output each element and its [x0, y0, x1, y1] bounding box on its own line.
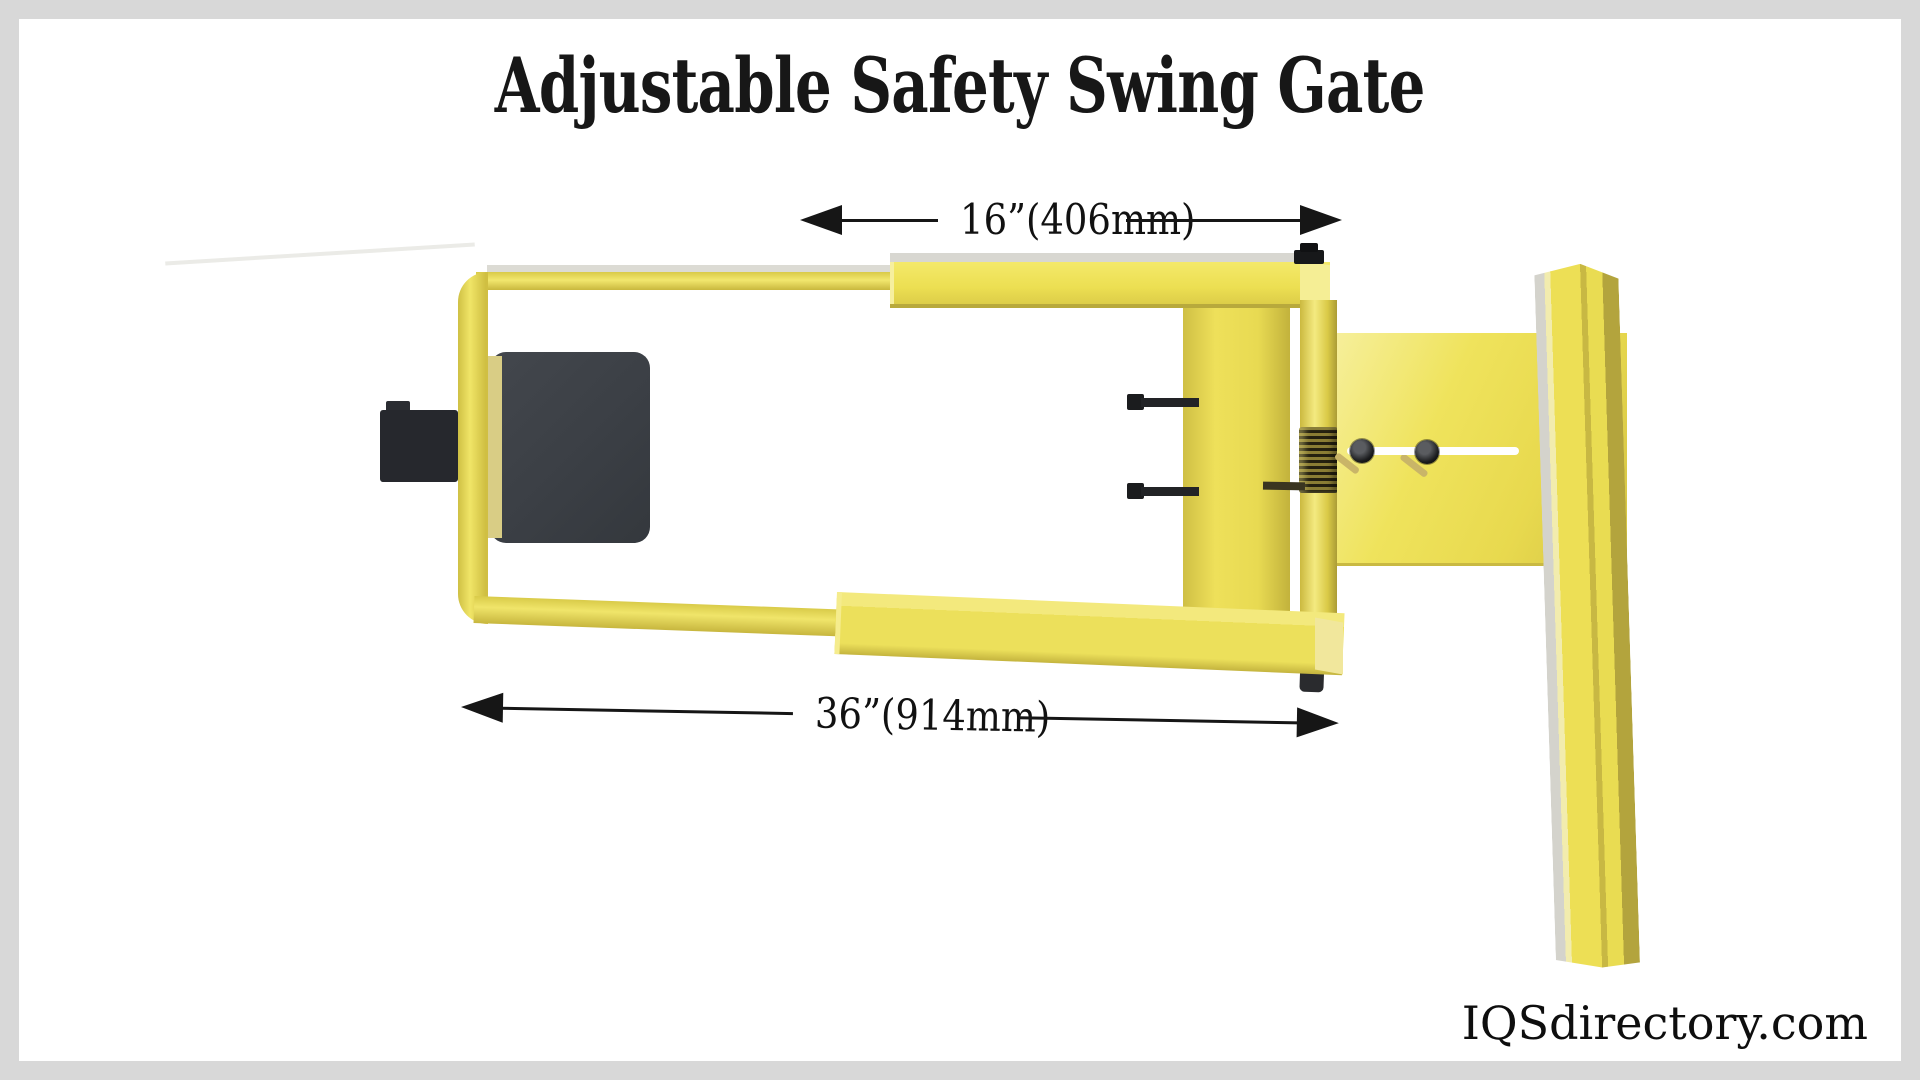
top-rail-top-face	[890, 253, 1316, 263]
dimension-line	[1126, 219, 1302, 222]
latch-catch-block	[380, 410, 458, 482]
adjuster-rod-head	[1127, 394, 1144, 410]
slot-screw	[1350, 439, 1374, 463]
hinge-top-bolt-cap	[1300, 243, 1318, 252]
dimension-line	[838, 219, 938, 222]
bottom-rail-end-face	[1315, 617, 1343, 675]
gate-frame-bottom-tube	[473, 596, 845, 637]
hinge-top-bolt	[1294, 250, 1324, 264]
arrow-right-icon	[1296, 707, 1340, 739]
background-edge-line	[165, 242, 475, 266]
arrow-left-icon	[800, 205, 842, 235]
page-title-text: Adjustable Safety Swing Gate	[495, 41, 1426, 130]
dimension-line	[498, 706, 793, 716]
adjuster-rod-head	[1127, 483, 1144, 499]
adjuster-rod-shaft	[1141, 398, 1199, 407]
page-title: Adjustable Safety Swing Gate	[0, 46, 1920, 126]
arrow-right-icon	[1300, 205, 1342, 235]
gate-frame-top-tube	[476, 272, 892, 290]
gate-frame-left-tube	[458, 272, 488, 624]
slot-screw	[1415, 440, 1439, 464]
watermark: IQSdirectory.com	[1461, 996, 1868, 1050]
dimension-top: 16”(406mm)	[800, 199, 1342, 241]
dimension-top-label: 16”(406mm)	[954, 199, 1201, 241]
gate-upright-plate	[1183, 308, 1290, 614]
dimension-bottom: 36”(914mm)	[460, 688, 1340, 742]
hinge-spring	[1299, 427, 1338, 493]
background-edge-line	[487, 265, 892, 272]
hinge-spring-pin	[1262, 481, 1306, 491]
top-rail-outer-bar	[890, 262, 1330, 308]
arrow-left-icon	[460, 692, 504, 723]
latch-pad	[490, 352, 650, 543]
dimension-line	[1018, 716, 1299, 725]
frame-tube-shade	[486, 356, 502, 538]
adjuster-rod-shaft	[1141, 487, 1199, 496]
